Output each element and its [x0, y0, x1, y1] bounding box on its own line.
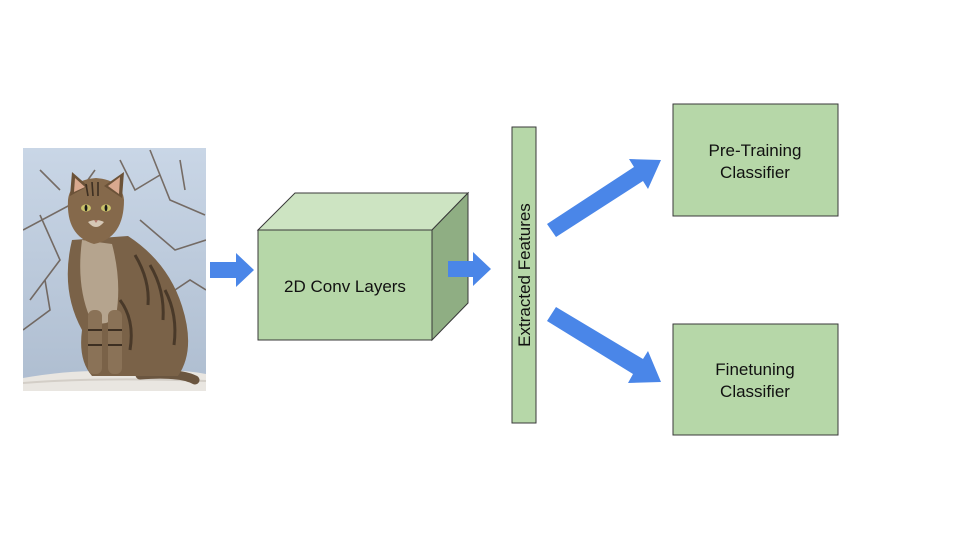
- input-image: [23, 148, 206, 391]
- finetuning-classifier-box: Finetuning Classifier: [672, 323, 839, 436]
- arrow-image-to-conv-icon: [210, 253, 254, 287]
- extracted-features-label: Extracted Features: [515, 203, 534, 347]
- arrow-to-finetuning-icon: [547, 307, 661, 383]
- finetuning-classifier-label-line2: Classifier: [720, 382, 790, 401]
- arrow-conv-to-features-icon: [448, 252, 491, 286]
- pretraining-classifier-label-line2: Classifier: [720, 163, 790, 182]
- cat-photo-icon: [23, 148, 206, 391]
- conv-layers-block: 2D Conv Layers: [256, 191, 470, 342]
- finetuning-classifier-label-line1: Finetuning: [715, 360, 794, 379]
- extracted-features-bar: Extracted Features: [511, 126, 537, 424]
- arrow-to-pretraining-icon: [547, 159, 661, 237]
- conv-block-front: [257, 229, 433, 341]
- conv-block-label: 2D Conv Layers: [284, 277, 406, 296]
- conv-block-top: [256, 192, 470, 231]
- pretraining-classifier-box: Pre-Training Classifier: [672, 103, 839, 217]
- pretraining-classifier-label-line1: Pre-Training: [709, 141, 802, 160]
